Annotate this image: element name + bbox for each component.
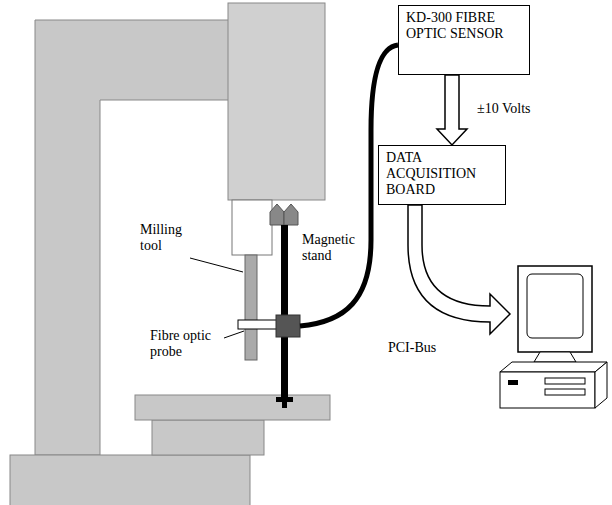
milling-tool — [245, 255, 257, 360]
power-button — [508, 380, 518, 385]
computer-case — [500, 372, 595, 408]
monitor-stand — [534, 352, 576, 362]
signal-arrow — [437, 75, 467, 145]
monitor — [518, 266, 592, 352]
drive-slot — [545, 378, 585, 384]
stand-rod — [281, 225, 288, 397]
fibre-optic-probe — [238, 320, 278, 329]
machine-column — [35, 20, 232, 455]
stand-clamp — [276, 315, 300, 337]
instrument-box: KD-300 FIBRE OPTIC SENSOR — [398, 5, 530, 75]
box-text: DATA ACQUISITION BOARD — [386, 150, 498, 198]
part-label: Magnetic stand — [302, 232, 364, 264]
signal-label: ±10 Volts — [475, 101, 532, 117]
bus-arrow — [408, 205, 510, 334]
leader-line — [224, 331, 244, 338]
box-text: KD-300 FIBRE OPTIC SENSOR — [406, 10, 522, 42]
spindle — [232, 200, 272, 255]
leader-line — [190, 258, 243, 272]
stand-knob — [282, 402, 287, 408]
machine-head — [228, 3, 325, 200]
stand-knob — [276, 397, 293, 402]
machine-knee — [152, 420, 264, 455]
part-label: Milling tool — [140, 222, 200, 254]
drive-slot — [545, 389, 585, 395]
computer-case — [500, 362, 607, 372]
machine-table — [135, 395, 330, 420]
part-label: PCI-Bus — [388, 340, 458, 356]
part-label: Fibre optic probe — [150, 328, 224, 360]
stand-magnet — [284, 204, 298, 225]
monitor-screen — [527, 274, 583, 338]
instrument-box: DATA ACQUISITION BOARD — [378, 145, 506, 205]
stand-magnet — [270, 204, 284, 225]
computer-case — [595, 362, 607, 408]
machine-base — [10, 455, 250, 505]
